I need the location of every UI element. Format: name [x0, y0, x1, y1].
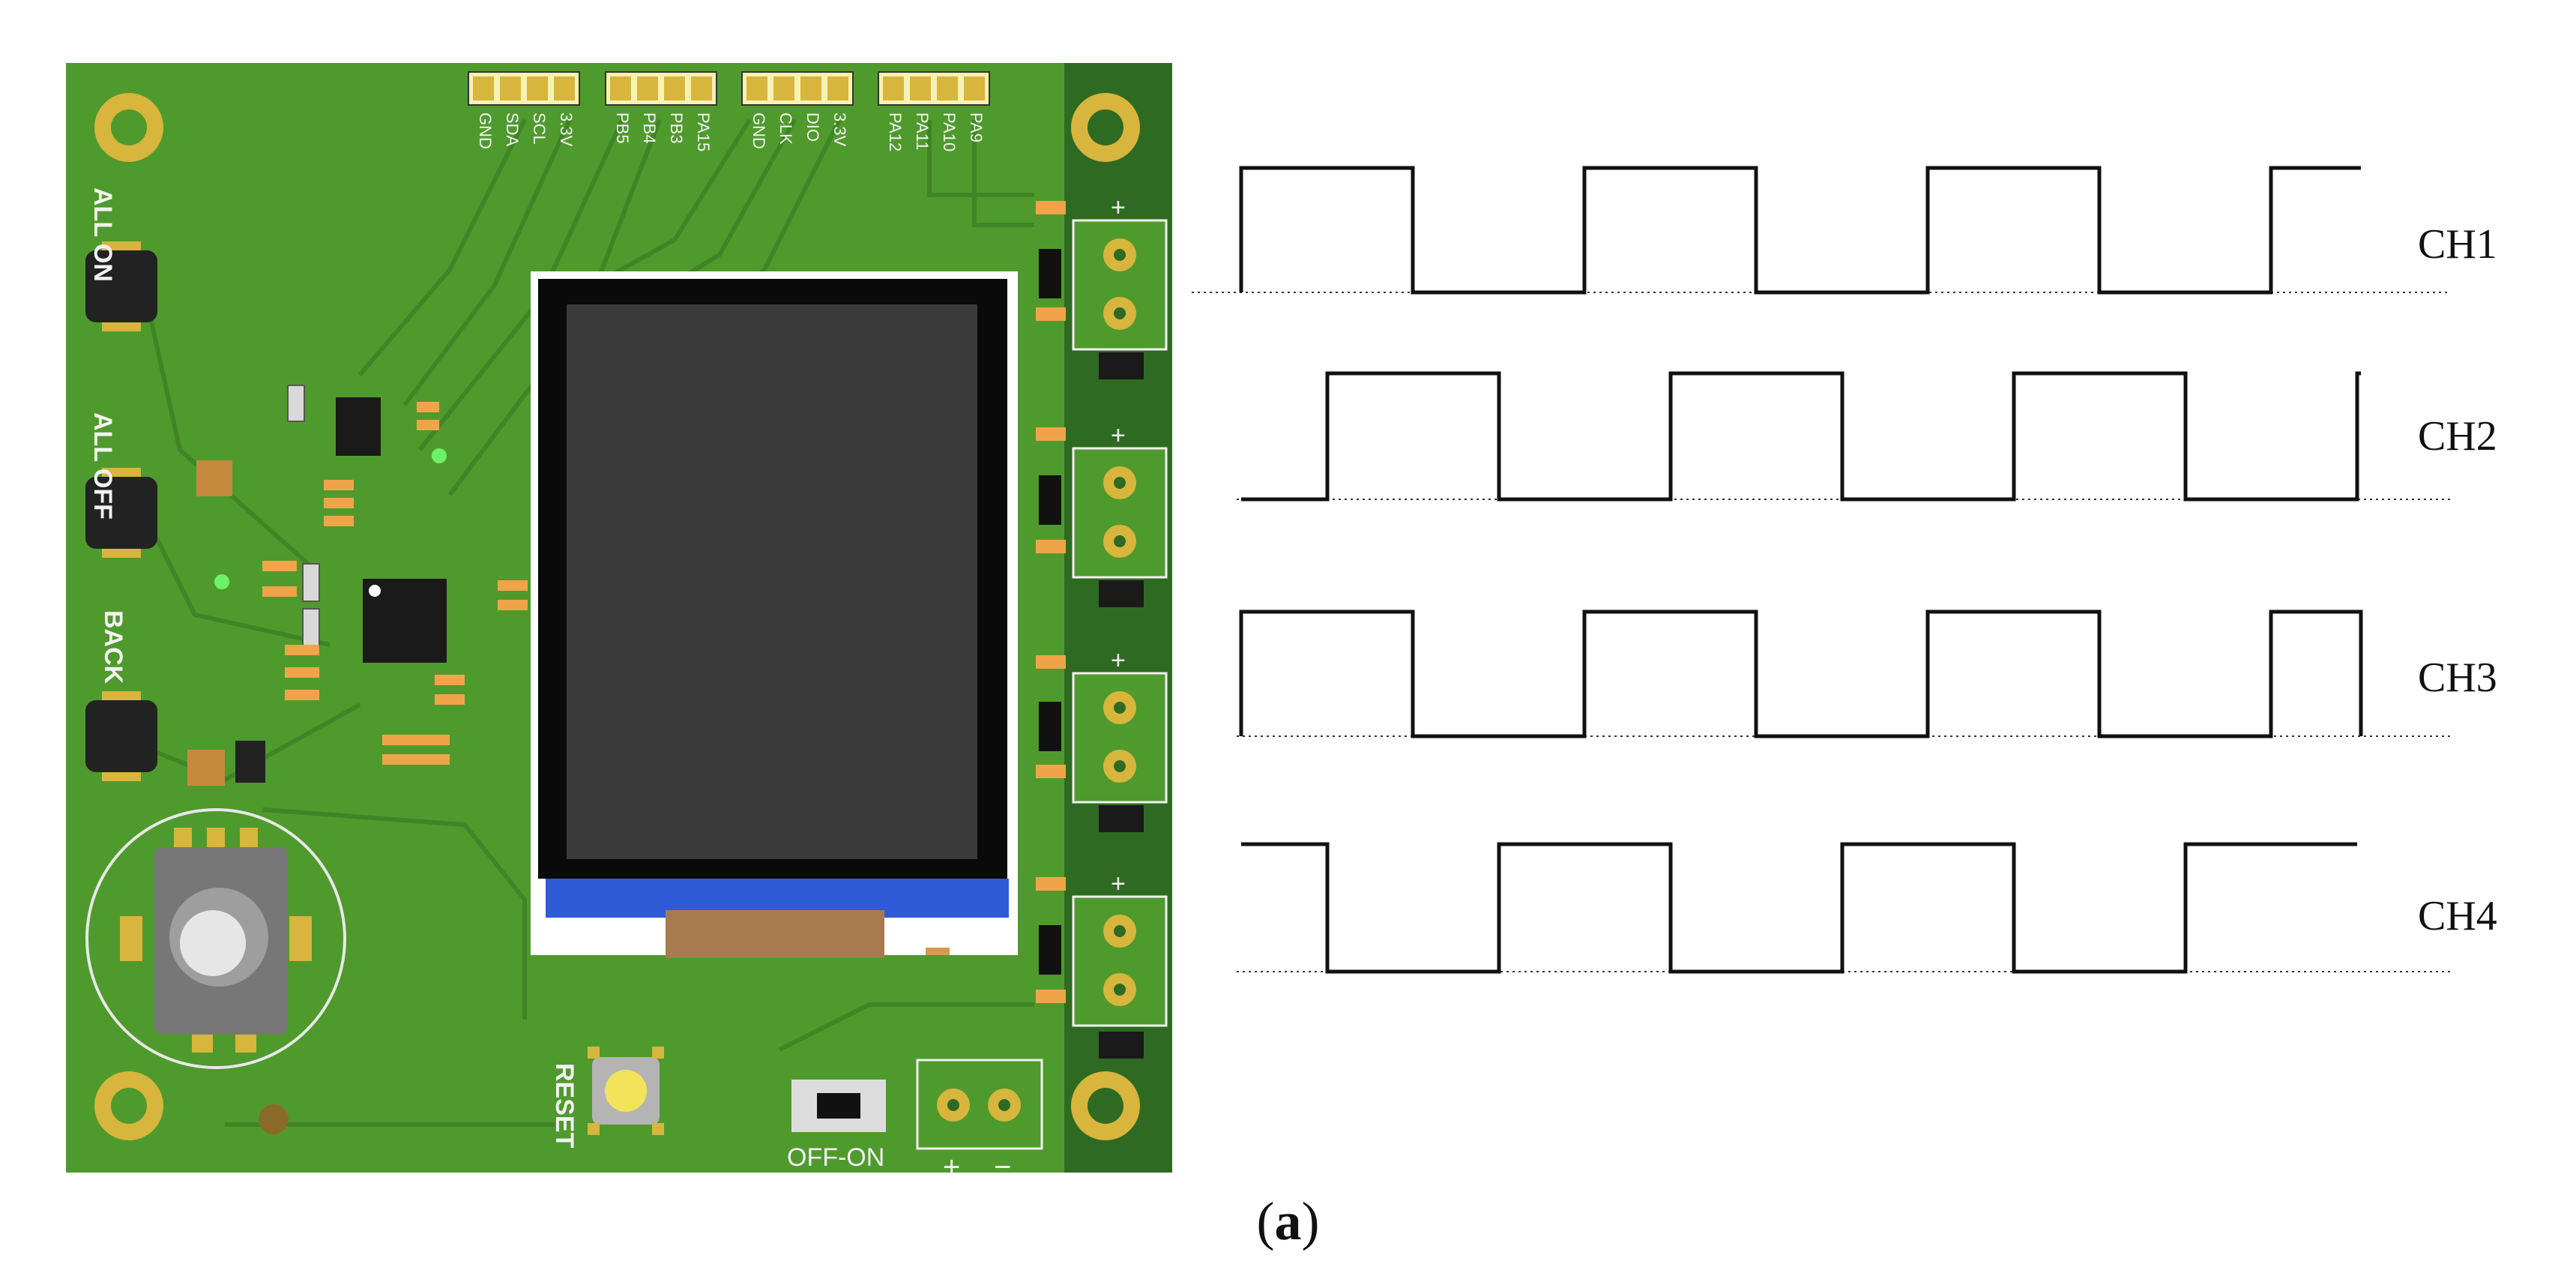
reset-label: RESET [550, 1063, 579, 1149]
pin-label: GND [749, 112, 768, 149]
waveform-ch3 [1239, 610, 2363, 738]
pin-label: PA11 [913, 112, 932, 151]
joystick[interactable] [85, 808, 346, 1069]
svg-text:+: + [1111, 646, 1126, 675]
all-off-label: ALL OFF [88, 412, 117, 520]
lcd-connector [666, 910, 884, 958]
baseline-guides [1192, 292, 2451, 972]
power-switch-label: OFF-ON [787, 1143, 884, 1172]
figure-caption: (a) [1256, 1191, 1320, 1251]
pin-label: PA15 [694, 112, 713, 151]
pin-label: PB5 [613, 112, 632, 144]
small-ic [336, 397, 381, 456]
output-connectors: + + + + [1072, 193, 1168, 1059]
header-pin-labels: GND SDA SCL 3.3V PB5 PB4 PB3 PA15 GND CL… [476, 112, 986, 151]
passive-components [187, 201, 1066, 1003]
header-4 [878, 71, 990, 106]
svg-text:+: + [1111, 193, 1126, 222]
output-driver-chips [1039, 249, 1061, 975]
waveform-ch4 [1241, 842, 2357, 974]
resistor-array [235, 741, 265, 783]
header-1 [468, 71, 580, 106]
pin-label: PA9 [967, 112, 986, 142]
svg-text:+: + [1111, 870, 1126, 898]
header-3 [741, 71, 854, 106]
back-label: BACK [99, 610, 127, 684]
caption-letter: a [1274, 1191, 1302, 1251]
channel-label-ch3: CH3 [2418, 654, 2497, 701]
pin-label: PA12 [886, 112, 905, 151]
microcontroller [363, 579, 447, 663]
channel-label-ch1: CH1 [2418, 221, 2497, 268]
pin-label: GND [476, 112, 495, 149]
header-2 [605, 71, 717, 106]
pin-label: DIO [803, 112, 822, 142]
channel-label-ch2: CH2 [2418, 413, 2497, 460]
pin-label: SCL [530, 112, 549, 145]
status-led [432, 448, 447, 463]
back-button[interactable] [85, 700, 157, 772]
pin-headers [468, 71, 990, 106]
lcd-display [531, 271, 1018, 958]
waveform-ch1 [1239, 166, 2361, 295]
pin-label: CLK [776, 112, 795, 145]
output-connector-1: + [1072, 193, 1168, 379]
power-switch[interactable] [791, 1080, 886, 1132]
via-pad [259, 1104, 289, 1134]
all-on-button[interactable] [85, 250, 157, 322]
pin-label: 3.3V [830, 112, 849, 147]
power-connector: + − [916, 1059, 1043, 1184]
joystick-outline [85, 808, 346, 1069]
pin-label: PA10 [940, 112, 959, 151]
pin-label: PB4 [640, 112, 659, 144]
pin-label: 3.3V [557, 112, 576, 147]
status-led [214, 574, 229, 589]
all-off-button[interactable] [85, 477, 157, 549]
output-connector-3: + [1072, 646, 1168, 832]
pcb-board: GND SDA SCL 3.3V PB5 PB4 PB3 PA15 GND CL… [66, 63, 1172, 1184]
power-minus-sign: − [994, 1151, 1011, 1184]
svg-text:+: + [1111, 421, 1126, 450]
power-plus-sign: + [943, 1151, 960, 1184]
waveform-diagram: CH1 CH2 CH3 CH4 [1192, 166, 2497, 974]
waveform-ch2 [1241, 371, 2361, 502]
pin-label: SDA [503, 112, 522, 147]
lcd-screen [567, 304, 977, 859]
waveform-traces [1239, 166, 2363, 974]
mounting-holes [94, 93, 1140, 1140]
all-on-label: ALL ON [88, 187, 117, 282]
channel-label-ch4: CH4 [2418, 893, 2497, 939]
output-connector-4: + [1072, 870, 1168, 1059]
button-labels: ALL ON ALL OFF BACK RESET [88, 187, 579, 1149]
output-connector-2: + [1072, 421, 1168, 607]
reset-button[interactable] [588, 1047, 664, 1135]
pin-label: PB3 [667, 112, 686, 144]
push-buttons [85, 241, 157, 781]
